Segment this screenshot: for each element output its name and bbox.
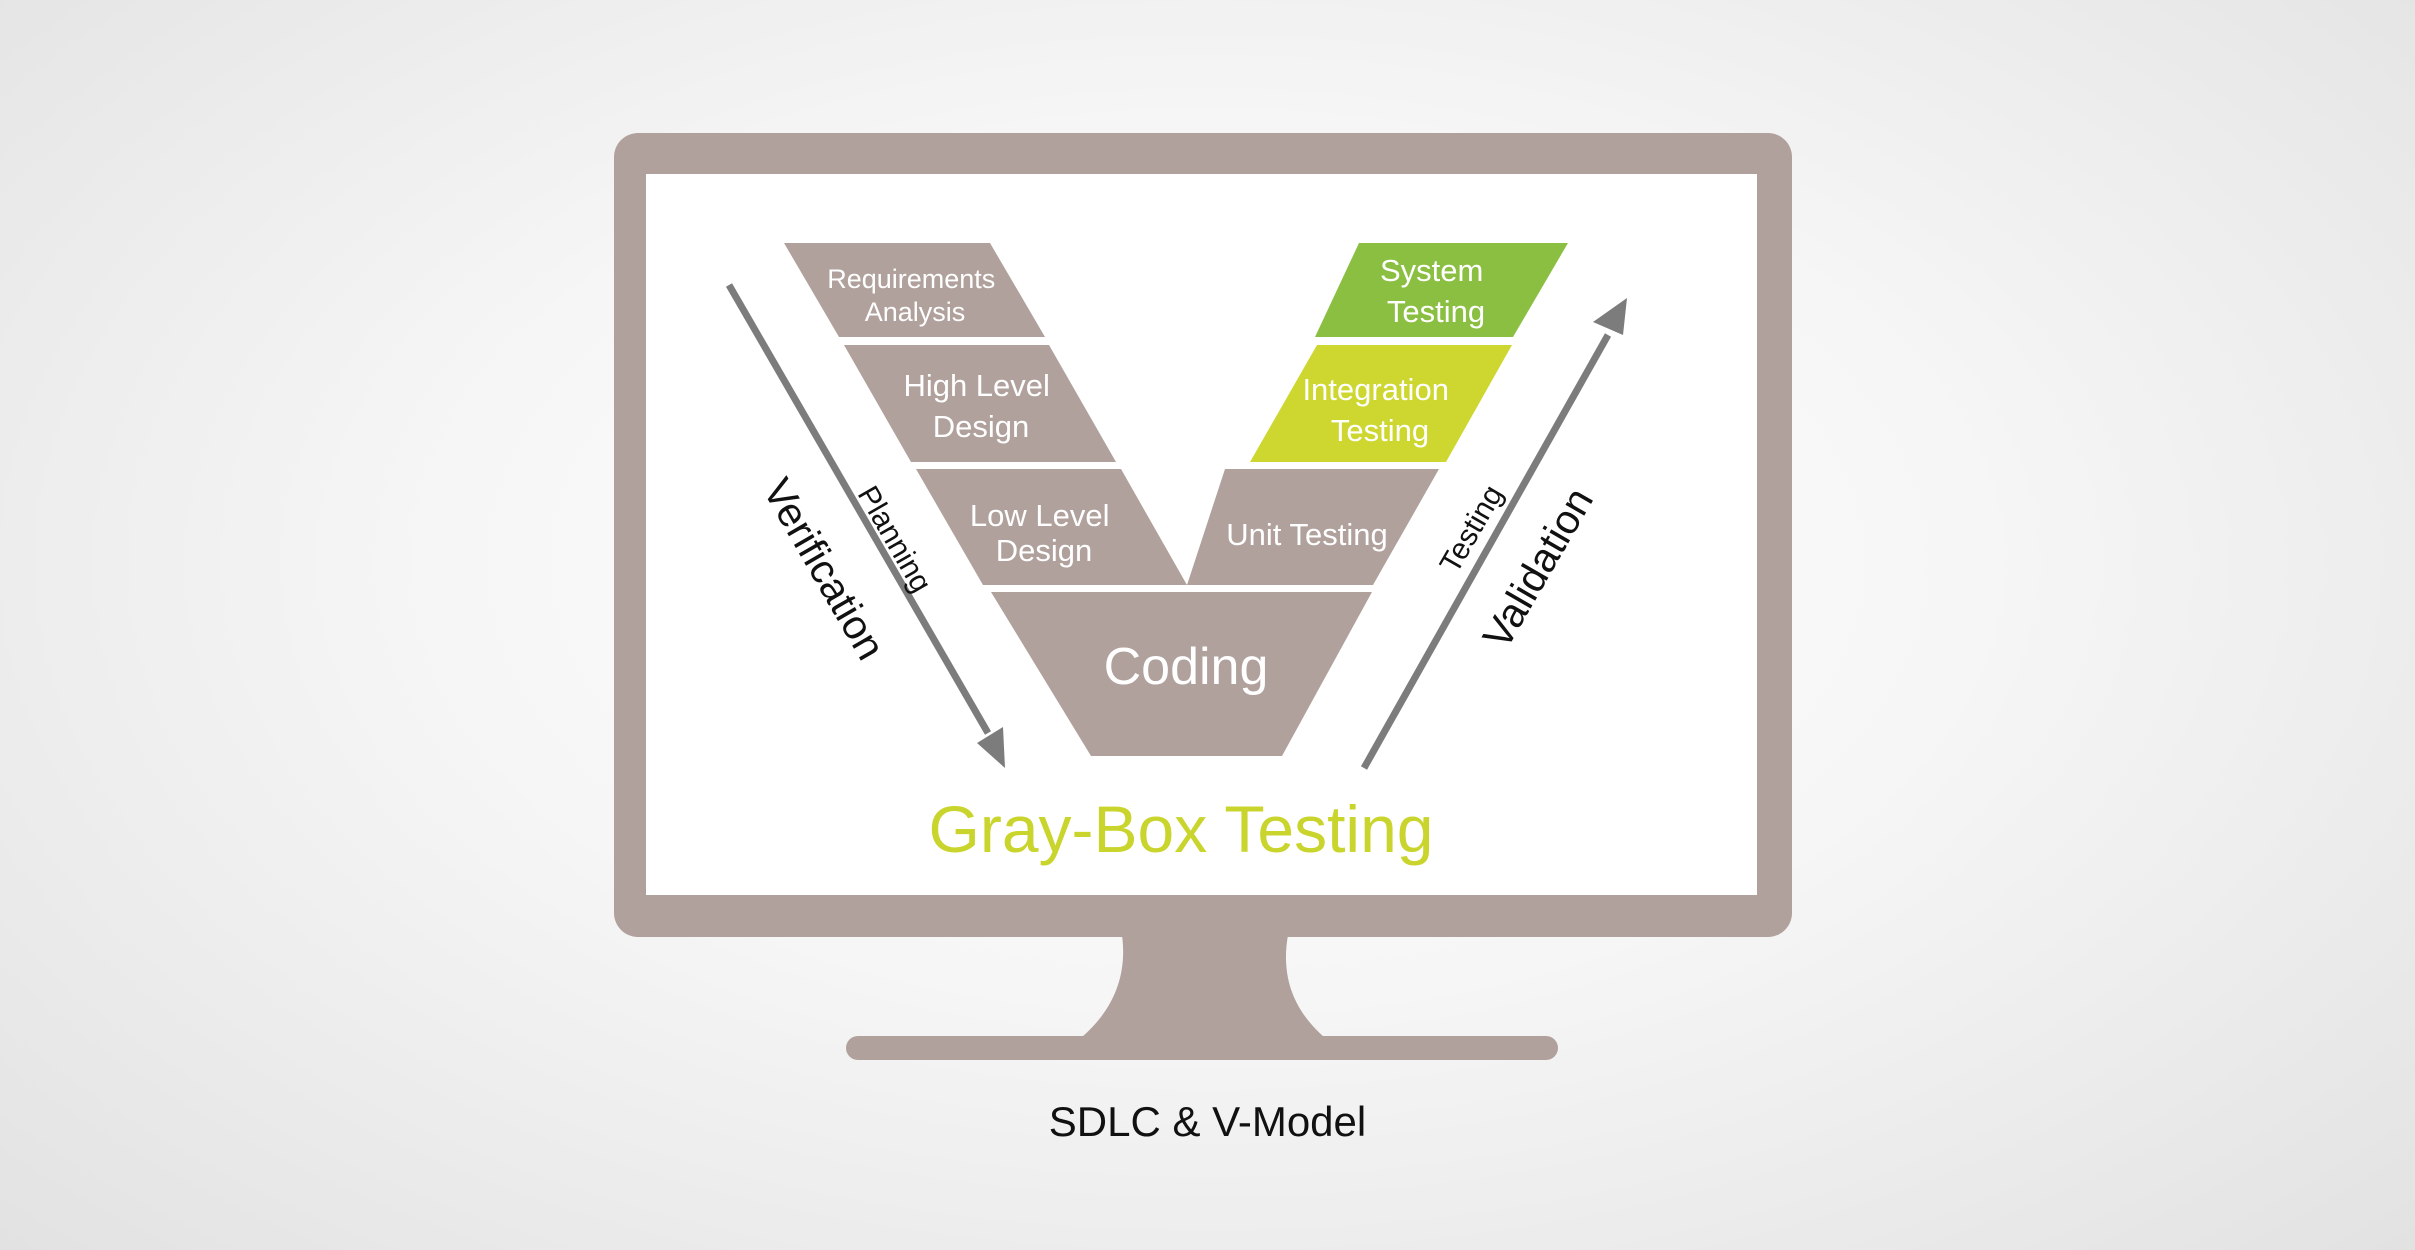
label-low-level-design: Low Level Design [970,498,1118,568]
label-integration-testing: Integration Testing [1302,372,1457,448]
stage-integration-testing [1250,345,1512,462]
label-requirements-analysis: Requirements Analysis [827,264,1003,327]
verification-arrow-shaft [725,283,992,735]
validation-arrow [1360,298,1627,770]
label-coding: Coding [1104,638,1269,696]
verification-arrow [725,283,1005,768]
headline-gray-box-testing: Gray-Box Testing [929,792,1434,866]
diagram-caption: SDLC & V-Model [1048,1098,1367,1145]
stage-system-testing [1315,243,1568,337]
up-arrow-icon [1593,298,1627,335]
label-system-testing: System Testing [1380,253,1492,329]
stage-high-level-design [844,345,1116,462]
monitor-neck [1076,935,1330,1042]
stage-unit-testing [1187,469,1439,585]
stage-requirements-analysis [784,243,1045,337]
monitor-base [846,1036,1558,1060]
label-high-level-design: High Level Design [903,368,1058,444]
validation-arrow-shaft [1360,333,1612,770]
label-unit-testing: Unit Testing [1226,517,1387,552]
stage-low-level-design [916,469,1187,585]
stage-coding [991,592,1372,756]
down-arrow-icon [977,727,1005,768]
